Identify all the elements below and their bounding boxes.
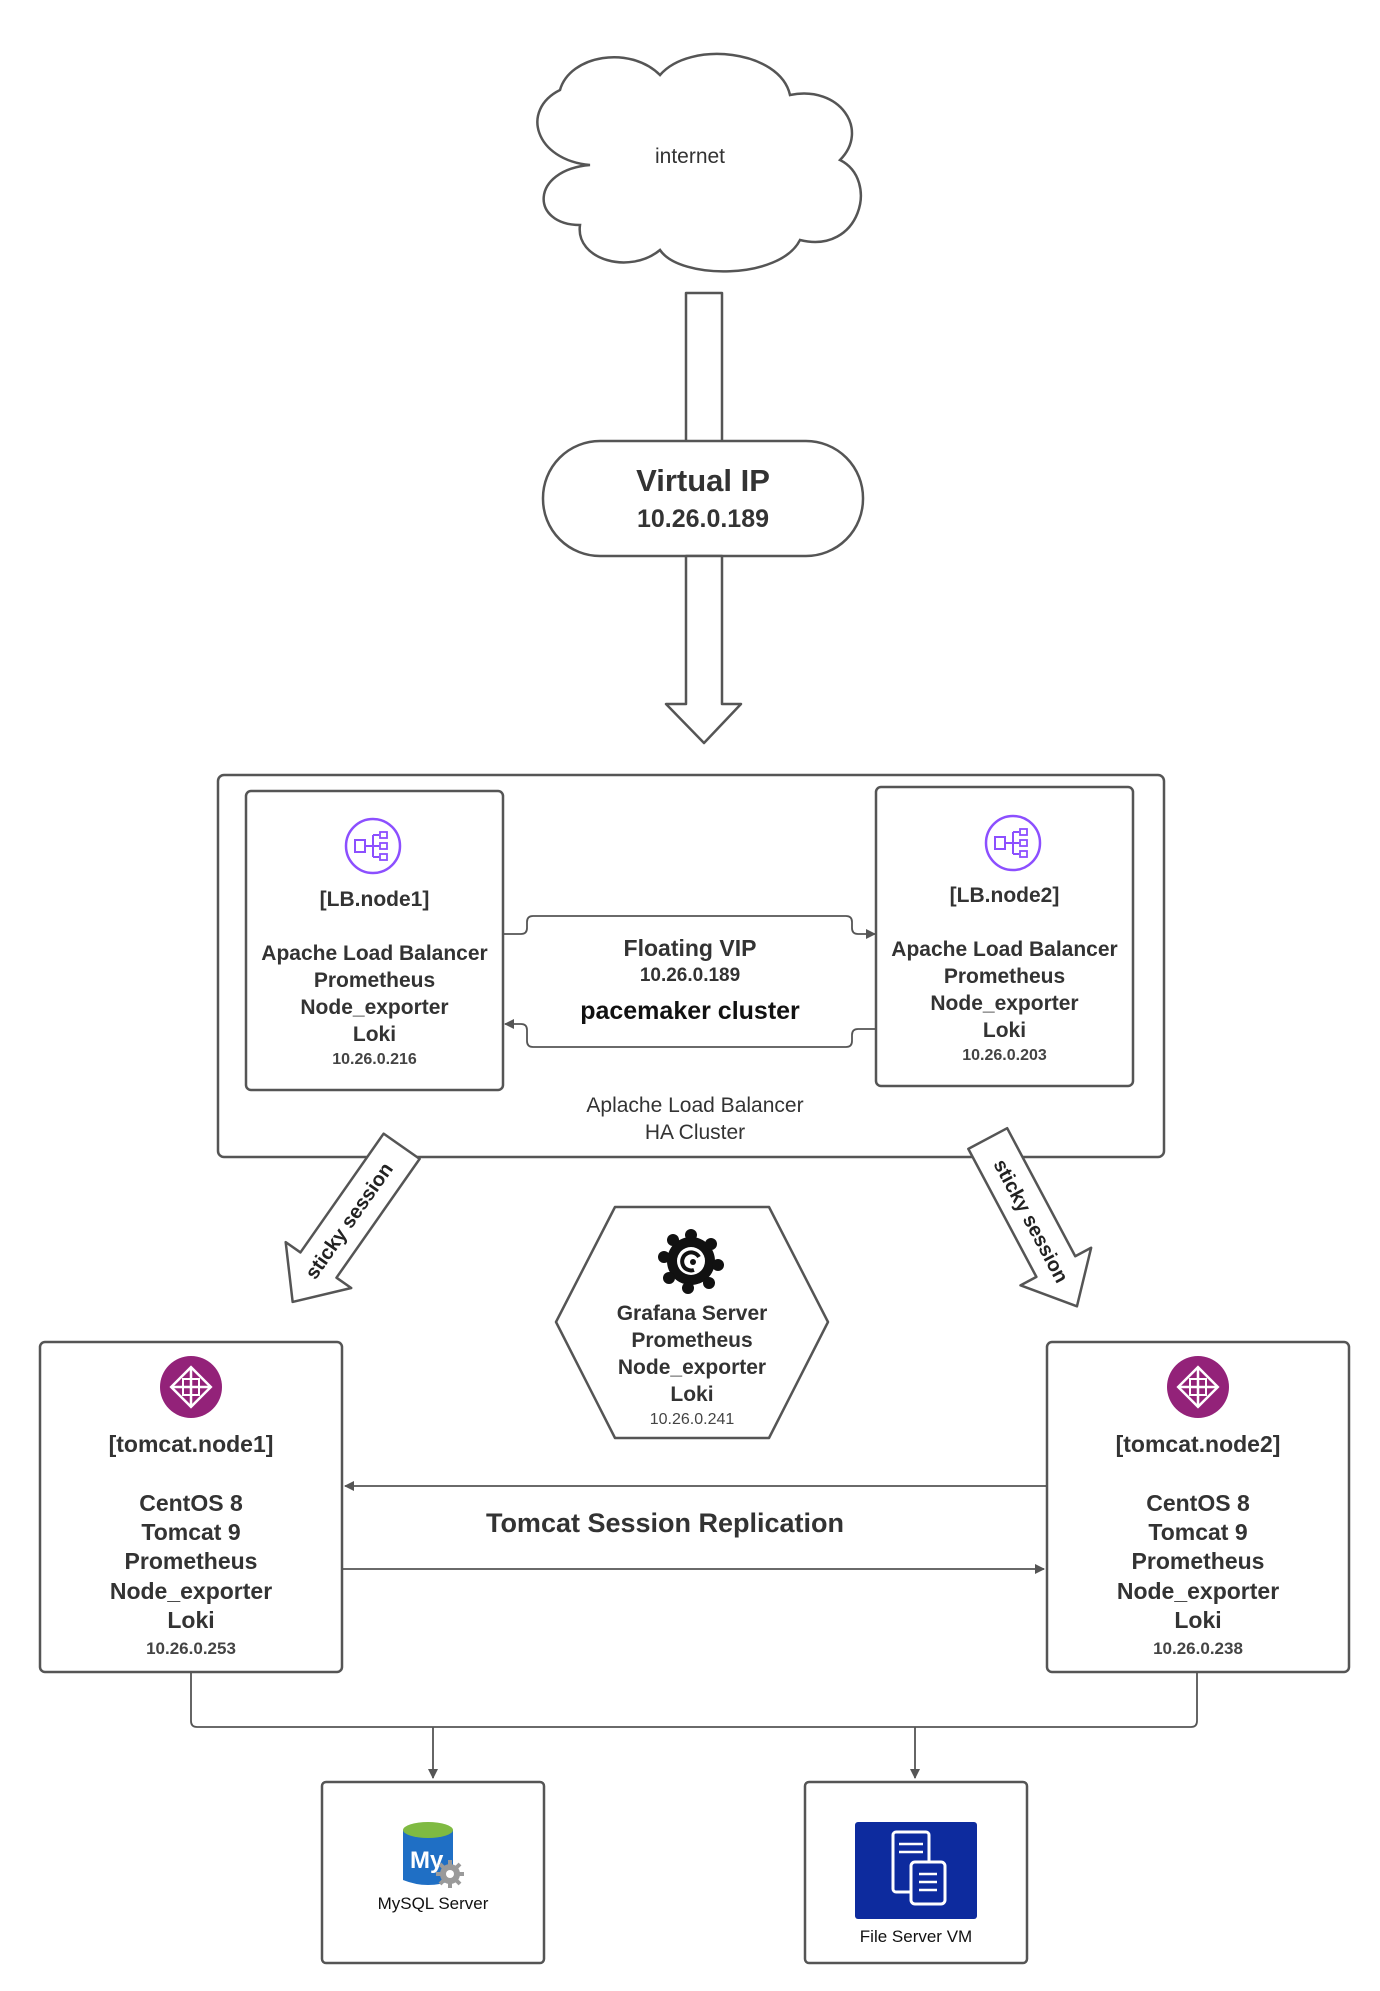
lb-node2-box <box>874 785 1135 1088</box>
sticky-session-arrow-left <box>284 1132 421 1304</box>
grafana-service: Grafana Server <box>616 1302 768 1325</box>
tomcat-node1-ip: 10.26.0.253 <box>146 1639 236 1658</box>
grafana-hexagon <box>554 1205 830 1440</box>
tomcat-node2-service: Tomcat 9 <box>1148 1519 1248 1545</box>
storage-connector <box>190 1672 1198 1728</box>
tomcat-node1-service: Prometheus <box>124 1548 258 1574</box>
floating-vip-ip: 10.26.0.189 <box>639 965 741 986</box>
fileserver-label: File Server VM <box>859 1927 973 1946</box>
lb1-to-lb2-connector <box>503 915 876 939</box>
lb-node2-service: Apache Load Balancer <box>891 938 1118 961</box>
internet-cloud <box>536 52 863 273</box>
lb-node1-service: Loki <box>352 1023 397 1046</box>
lb-node2-service: Prometheus <box>943 965 1066 988</box>
replication-label: Tomcat Session Replication <box>485 1508 845 1538</box>
floating-vip-title: Floating VIP <box>623 935 757 961</box>
centos-icon <box>160 1356 222 1418</box>
lb-node1-service: Apache Load Balancer <box>261 942 488 965</box>
lb2-to-lb1-connector <box>504 1019 876 1048</box>
tomcat-node1-service: CentOS 8 <box>139 1490 243 1516</box>
tomcat-node2-name: [tomcat.node2] <box>1115 1431 1281 1457</box>
lb-node2-ip: 10.26.0.203 <box>962 1047 1047 1064</box>
grafana-service: Loki <box>670 1383 714 1406</box>
grafana-service: Prometheus <box>631 1329 753 1352</box>
lb-node2-service: Loki <box>982 1019 1027 1042</box>
load-balancer-icon <box>344 817 402 875</box>
grafana-ip: 10.26.0.241 <box>649 1411 735 1428</box>
lb-node1-name: [LB.node1] <box>319 888 430 911</box>
lb-node1-service: Node_exporter <box>300 996 449 1019</box>
lb-cluster-label-line2: HA Cluster <box>644 1121 746 1144</box>
vip-to-cluster-arrow <box>664 554 743 745</box>
tomcat-node1-name: [tomcat.node1] <box>108 1431 274 1457</box>
grafana-icon <box>658 1229 724 1294</box>
mysql-icon: My <box>403 1822 464 1888</box>
file-server-icon <box>855 1822 977 1919</box>
tomcat-node2-box <box>1045 1340 1351 1674</box>
tomcat-node1-service: Node_exporter <box>109 1578 273 1604</box>
mysql-label: MySQL Server <box>377 1894 489 1913</box>
internet-to-vip-arrow <box>684 291 724 447</box>
lb-node1-service: Prometheus <box>313 969 436 992</box>
virtual-ip-title: Virtual IP <box>636 463 770 498</box>
sticky-session-arrow-right <box>967 1126 1093 1308</box>
load-balancer-icon <box>984 814 1042 872</box>
lb-node2-name: [LB.node2] <box>949 884 1060 907</box>
pacemaker-cluster-label: pacemaker cluster <box>580 997 800 1025</box>
virtual-ip-address: 10.26.0.189 <box>636 505 770 533</box>
tomcat-node2-service: CentOS 8 <box>1146 1490 1250 1516</box>
lb-node1-ip: 10.26.0.216 <box>332 1051 417 1068</box>
tomcat-node2-service: Prometheus <box>1131 1548 1265 1574</box>
centos-icon <box>1167 1356 1229 1418</box>
lb-cluster-label-line1: Aplache Load Balancer <box>586 1094 804 1117</box>
tomcat-node1-service: Tomcat 9 <box>141 1519 241 1545</box>
grafana-service: Node_exporter <box>617 1356 767 1379</box>
svg-text:My: My <box>410 1847 444 1874</box>
internet-label: internet <box>654 145 726 168</box>
tomcat-node2-ip: 10.26.0.238 <box>1153 1639 1243 1658</box>
tomcat-node2-service: Loki <box>1174 1607 1222 1633</box>
tomcat-node1-service: Loki <box>167 1607 215 1633</box>
tomcat-node2-service: Node_exporter <box>1116 1578 1280 1604</box>
lb-node2-service: Node_exporter <box>930 992 1079 1015</box>
lb-node1-box <box>244 789 505 1092</box>
